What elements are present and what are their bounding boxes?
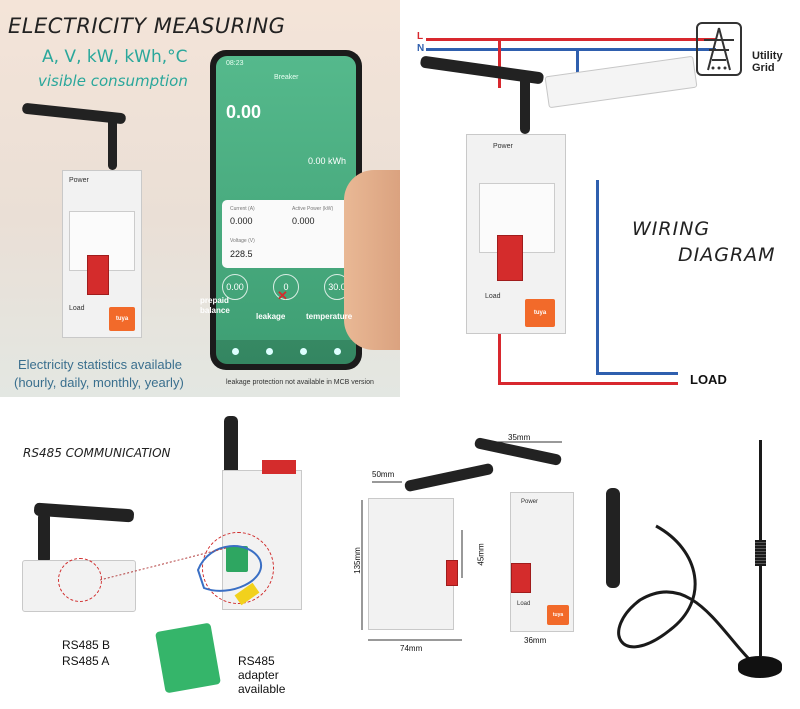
rs485-terminal-highlight	[202, 532, 274, 604]
wiring-panel: L N Utility Grid Power Load tuya WIRING …	[400, 0, 800, 397]
antenna-base-icon	[108, 118, 117, 170]
tuya-logo: tuya	[547, 605, 569, 625]
leakage-ring[interactable]: 0	[273, 274, 299, 300]
leakage-x-icon: ✕	[277, 288, 288, 303]
utility-grid-label: Utility Grid	[752, 50, 783, 74]
load-neutral-wire	[596, 180, 599, 374]
breaker-device: Power Load tuya	[62, 170, 142, 338]
leakage-note: leakage protection not available in MCB …	[226, 379, 374, 386]
breaker-lever	[511, 563, 531, 593]
rs485-port-highlight	[58, 558, 102, 602]
hand-image	[344, 170, 400, 350]
magnetic-antenna-coil	[755, 540, 766, 566]
dimension-lines	[361, 441, 562, 641]
stats-line-1: Electricity statistics available	[18, 357, 182, 372]
wiring-title-1: WIRING	[632, 218, 711, 240]
phone-time: 08:23	[226, 60, 244, 67]
breaker-load-label: Load	[69, 305, 85, 312]
phone-header: Breaker	[274, 74, 299, 81]
rs485-cable	[196, 545, 263, 592]
breaker-load-label: Load	[485, 293, 501, 300]
wiring-title-2: DIAGRAM	[678, 244, 776, 266]
grid-line-1: Utility	[752, 50, 783, 62]
live-wire	[426, 38, 716, 41]
adapter-line-3: available	[238, 682, 286, 696]
live-drop-wire	[498, 38, 501, 88]
stats-line-2: (hourly, daily, monthly, yearly)	[14, 375, 184, 390]
load-label: LOAD	[690, 372, 727, 387]
power-value: 0.000	[292, 216, 315, 226]
load-neutral-h-wire	[596, 372, 678, 375]
balance-ring[interactable]: 0.00	[222, 274, 248, 300]
breaker-device: Power Load tuya	[466, 134, 566, 334]
dim-36mm: 36mm	[524, 636, 547, 645]
power-tower-icon	[696, 22, 742, 76]
nav-home-icon[interactable]	[232, 348, 239, 355]
voltage-label: Voltage (V)	[230, 238, 255, 244]
rs485-title: RS485 COMMUNICATION	[23, 446, 171, 460]
breaker-front-view: Power Load tuya	[510, 492, 574, 632]
breaker-red-cap	[262, 460, 296, 474]
tuya-logo: tuya	[109, 307, 135, 331]
adapter-line-1: RS485	[238, 654, 275, 668]
leakage-label: leakage	[256, 312, 286, 321]
power-label: Active Power (kW)	[292, 206, 334, 212]
nav-timer-icon[interactable]	[300, 348, 307, 355]
breaker-lever	[87, 255, 109, 295]
dim-50mm: 50mm	[372, 470, 395, 479]
breaker-lever	[497, 235, 523, 281]
neutral-drop-wire	[576, 48, 579, 88]
breaker-power-label: Power	[521, 499, 539, 505]
measuring-units: A, V, kW, kWh,°C	[42, 47, 188, 67]
busbar-terminal	[544, 55, 698, 109]
dim-74mm: 74mm	[400, 644, 423, 653]
live-label: L	[417, 31, 424, 42]
dim-45mm: 45mm	[476, 543, 486, 566]
voltage-value: 228.5	[230, 249, 253, 259]
prepaid-balance-label: prepaid balance	[200, 296, 230, 315]
extension-cable	[617, 524, 752, 662]
nav-settings-icon[interactable]	[334, 348, 341, 355]
temperature-label: temperature	[306, 312, 353, 321]
breaker-power-label: Power	[69, 177, 89, 184]
rs485-adapter-terminal	[155, 622, 221, 694]
rs485-a-label: RS485 A	[62, 654, 110, 668]
phone-big-value: 0.00	[226, 102, 262, 122]
dim-135mm: 135mm	[352, 547, 362, 574]
magnetic-antenna-base	[738, 656, 782, 678]
current-label: Current (A)	[230, 206, 255, 212]
phone-kwh-value: 0.00 kWh	[307, 156, 346, 166]
tuya-logo: tuya	[525, 299, 555, 327]
breaker-lever-side	[446, 560, 458, 586]
antenna-base-icon	[38, 512, 50, 564]
rs485-b-label: RS485 B	[62, 638, 111, 652]
breaker-load-label: Load	[517, 601, 531, 607]
breaker-side-profile	[368, 498, 454, 630]
tower-svg	[704, 27, 734, 71]
rs485-adapter-label: RS485 adapter available	[238, 654, 285, 696]
measuring-title: ELECTRICITY MEASURING	[8, 14, 286, 38]
leader-line	[100, 547, 227, 581]
measuring-subtitle: visible consumption	[38, 72, 188, 90]
measuring-panel: ELECTRICITY MEASURING A, V, kW, kWh,°C v…	[0, 0, 400, 397]
neutral-wire	[426, 48, 716, 51]
adapter-line-2: adapter	[238, 668, 279, 682]
phone-bottom-nav	[216, 340, 356, 364]
neutral-label: N	[417, 43, 425, 54]
nav-stats-icon[interactable]	[266, 348, 273, 355]
antenna-base-icon	[520, 76, 530, 134]
load-live-h-wire	[498, 382, 678, 385]
dim-35mm: 35mm	[508, 433, 531, 442]
current-value: 0.000	[230, 216, 253, 226]
phone-screen: 08:23 Breaker 0.00 0.00 kWh Current (A) …	[216, 56, 356, 364]
smartphone: 08:23 Breaker 0.00 0.00 kWh Current (A) …	[210, 50, 362, 370]
breaker-power-label: Power	[493, 143, 513, 150]
stub-antenna-icon	[606, 488, 620, 588]
grid-line-2: Grid	[752, 62, 775, 74]
readings-card: Current (A) 0.000 Active Power (kW) 0.00…	[222, 200, 350, 268]
load-live-wire	[498, 334, 501, 384]
